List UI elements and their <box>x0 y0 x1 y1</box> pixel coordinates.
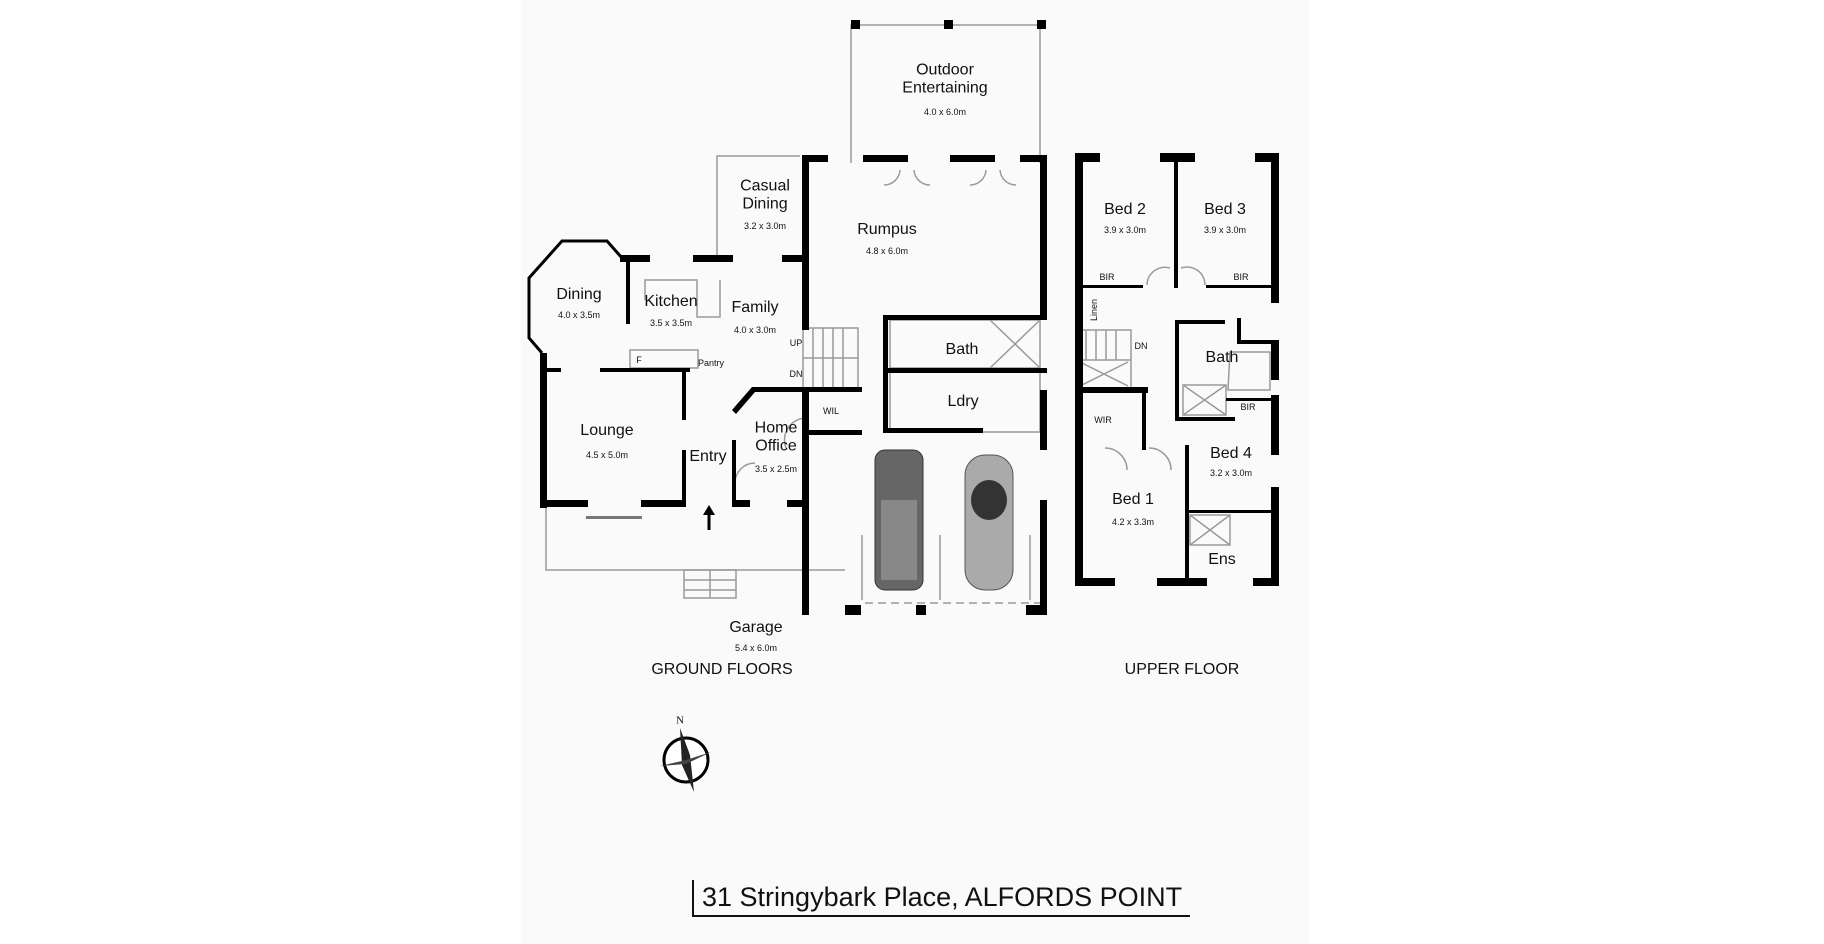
walls <box>527 20 1279 615</box>
room-laundry: Ldry <box>947 392 979 410</box>
room-entry: Entry <box>689 447 727 465</box>
room-dims: 4.0 x 6.0m <box>923 106 967 117</box>
compass-north-label: N <box>676 714 684 727</box>
room-bed-4: Bed 4 <box>1210 444 1252 462</box>
cars <box>874 449 1014 591</box>
room-home-office: Home Office <box>754 419 798 455</box>
room-ensuite: Ens <box>1208 550 1236 568</box>
room-dims: 3.5 x 3.5m <box>649 317 693 328</box>
linen-label: Linen <box>1088 298 1099 322</box>
room-dims: 3.2 x 3.0m <box>743 220 787 231</box>
room-casual-dining: Casual Dining <box>740 177 790 213</box>
room-dims: 3.5 x 2.5m <box>754 463 798 474</box>
room-dims: 3.9 x 3.0m <box>1103 224 1147 235</box>
stairs-down-label: DN <box>789 368 803 379</box>
stairs-up-label: UP <box>789 337 803 348</box>
room-family: Family <box>731 298 779 316</box>
room-dims: 3.2 x 3.0m <box>1209 467 1253 478</box>
room-outdoor-entertaining: Outdoor Entertaining <box>900 62 990 99</box>
room-garage: Garage <box>729 618 783 636</box>
entry-arrow-icon <box>703 505 715 530</box>
room-dims: 4.5 x 5.0m <box>585 449 629 460</box>
bir-label: BIR <box>1233 271 1249 282</box>
pantry-label: Pantry <box>697 357 725 368</box>
room-bed-1: Bed 1 <box>1112 490 1154 508</box>
bir-label: BIR <box>1099 271 1115 282</box>
fridge-label: F <box>636 354 642 365</box>
room-dims: 4.8 x 6.0m <box>865 245 909 256</box>
room-kitchen: Kitchen <box>644 292 698 310</box>
room-bath: Bath <box>945 340 979 358</box>
room-bed-2: Bed 2 <box>1104 200 1146 218</box>
property-address-title: 31 Stringybark Place, ALFORDS POINT <box>692 880 1191 917</box>
room-dims: 4.2 x 3.3m <box>1111 516 1155 527</box>
upper-floor-heading: UPPER FLOOR <box>1124 660 1240 678</box>
ground-floor-heading: GROUND FLOORS <box>651 660 793 678</box>
stairs-down-label: DN <box>1134 340 1148 351</box>
room-dims: 5.4 x 6.0m <box>734 642 778 653</box>
room-dims: 4.0 x 3.5m <box>557 309 601 320</box>
room-dims: 3.9 x 3.0m <box>1203 224 1247 235</box>
bir-label: BIR <box>1240 401 1256 412</box>
wir-label: WIR <box>1094 414 1112 425</box>
room-dining: Dining <box>556 285 602 303</box>
room-bath-upper: Bath <box>1205 348 1239 366</box>
room-lounge: Lounge <box>580 421 634 439</box>
room-name: Outdoor Entertaining <box>902 61 988 97</box>
room-bed-3: Bed 3 <box>1204 200 1246 218</box>
wil-label: WIL <box>822 405 840 416</box>
room-dims: 4.0 x 3.0m <box>733 324 777 335</box>
compass-rose <box>660 728 711 792</box>
thin-lines <box>545 24 1271 604</box>
room-rumpus: Rumpus <box>857 220 917 238</box>
